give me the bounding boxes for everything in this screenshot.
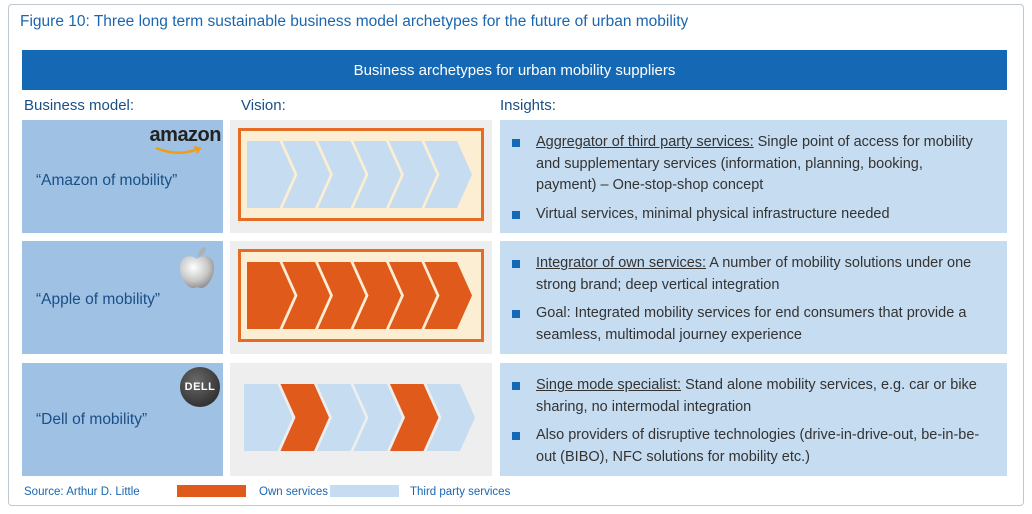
third-party-chevron: [244, 384, 293, 451]
vision-frame-apple: [238, 249, 484, 342]
third-party-chevron: [426, 384, 475, 451]
third-party-chevron: [353, 141, 401, 208]
insight-cell-amazon: Aggregator of third party services: Sing…: [500, 120, 1007, 233]
banner: Business archetypes for urban mobility s…: [22, 50, 1007, 90]
own-services-label: Own services: [259, 486, 329, 498]
insight-item: Virtual services, minimal physical infra…: [512, 204, 982, 226]
third-party-chevron: [424, 141, 472, 208]
bullet-icon: [512, 210, 520, 219]
chevron-row-apple: [247, 262, 472, 329]
figure-title: Figure 10: Three long term sustainable b…: [20, 13, 689, 30]
insight-cell-apple: Integrator of own services: A number of …: [500, 241, 1007, 354]
own-service-chevron: [424, 262, 472, 329]
vision-frame-dell: [238, 374, 484, 461]
insight-cell-dell: Singe mode specialist: Stand alone mobil…: [500, 363, 1007, 476]
insight-item: Aggregator of third party services: Sing…: [512, 132, 982, 197]
bullet-icon: [512, 382, 520, 390]
own-service-chevron: [247, 262, 295, 329]
vision-cell-amazon: [230, 120, 492, 233]
insight-item: Goal: Integrated mobility services for e…: [512, 303, 982, 346]
own-service-chevron: [353, 262, 401, 329]
third-party-swatch: [330, 485, 399, 497]
third-party-chevron: [247, 141, 295, 208]
bullet-icon: [512, 260, 520, 268]
chevron-row-dell: [244, 384, 475, 451]
header-vision: Vision:: [241, 97, 286, 114]
third-party-chevron: [389, 141, 437, 208]
vision-cell-dell: [230, 363, 492, 476]
amazon-logo: amazon: [150, 124, 222, 154]
source-note: Source: Arthur D. Little: [24, 486, 140, 498]
third-party-chevron: [282, 141, 330, 208]
amazon-smile-icon: [155, 146, 202, 154]
model-cell-dell: DELL “Dell of mobility”: [22, 363, 223, 476]
bullet-icon: [512, 432, 520, 440]
bullet-icon: [512, 139, 520, 147]
model-cell-apple: “Apple of mobility”: [22, 241, 223, 354]
dell-icon: DELL: [180, 367, 220, 407]
header-business-model: Business model:: [24, 97, 135, 114]
bullet-icon: [512, 310, 520, 318]
model-label-apple: “Apple of mobility”: [36, 291, 161, 308]
model-cell-amazon: amazon “Amazon of mobility”: [22, 120, 223, 233]
third-party-label: Third party services: [410, 486, 511, 498]
header-insights: Insights:: [500, 97, 556, 114]
apple-icon: [179, 247, 215, 289]
third-party-chevron: [318, 141, 366, 208]
own-services-swatch: [177, 485, 246, 497]
insight-item: Singe mode specialist: Stand alone mobil…: [512, 375, 982, 418]
model-label-dell: “Dell of mobility”: [36, 411, 148, 428]
chevron-row-amazon: [247, 141, 472, 208]
own-service-chevron: [389, 262, 437, 329]
vision-frame-amazon: [238, 128, 484, 221]
model-label-amazon: “Amazon of mobility”: [36, 172, 178, 189]
own-service-chevron: [318, 262, 366, 329]
insight-item: Integrator of own services: A number of …: [512, 253, 982, 296]
own-service-chevron: [390, 384, 439, 451]
own-service-chevron: [282, 262, 330, 329]
vision-cell-apple: [230, 241, 492, 354]
insight-item: Also providers of disruptive technologie…: [512, 425, 982, 468]
third-party-chevron: [317, 384, 366, 451]
third-party-chevron: [353, 384, 402, 451]
own-service-chevron: [280, 384, 329, 451]
